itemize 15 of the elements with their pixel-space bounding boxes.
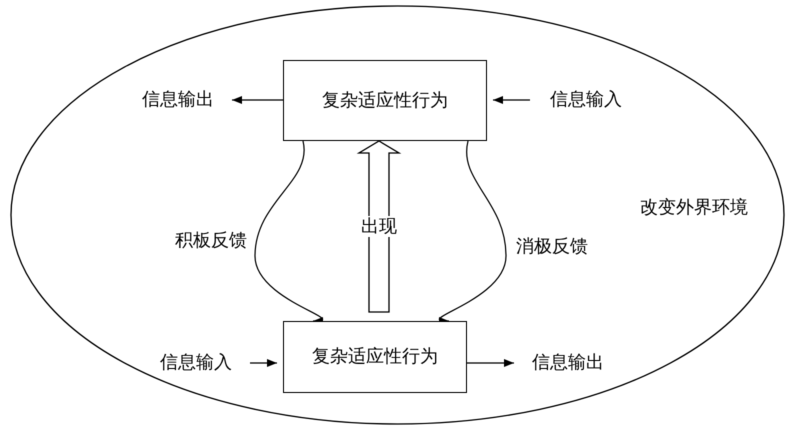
edge-label: 消极反馈 <box>516 236 588 258</box>
info-label: 信息输出 <box>142 90 214 110</box>
info-label: 信息输出 <box>532 353 604 373</box>
edge-label: 出现 <box>361 216 397 238</box>
behavior-box: 复杂适应性行为 <box>283 60 487 141</box>
arrow <box>250 359 277 367</box>
arrow <box>232 96 283 104</box>
info-label: 信息输入 <box>160 353 232 373</box>
arrow <box>493 96 530 104</box>
arrow <box>467 359 514 367</box>
info-label: 信息输入 <box>550 90 622 110</box>
behavior-box: 复杂适应性行为 <box>283 321 467 393</box>
edge-label: 积板反馈 <box>175 230 247 252</box>
hollow-arrow <box>356 140 402 313</box>
environment-label: 改变外界环境 <box>640 198 748 218</box>
